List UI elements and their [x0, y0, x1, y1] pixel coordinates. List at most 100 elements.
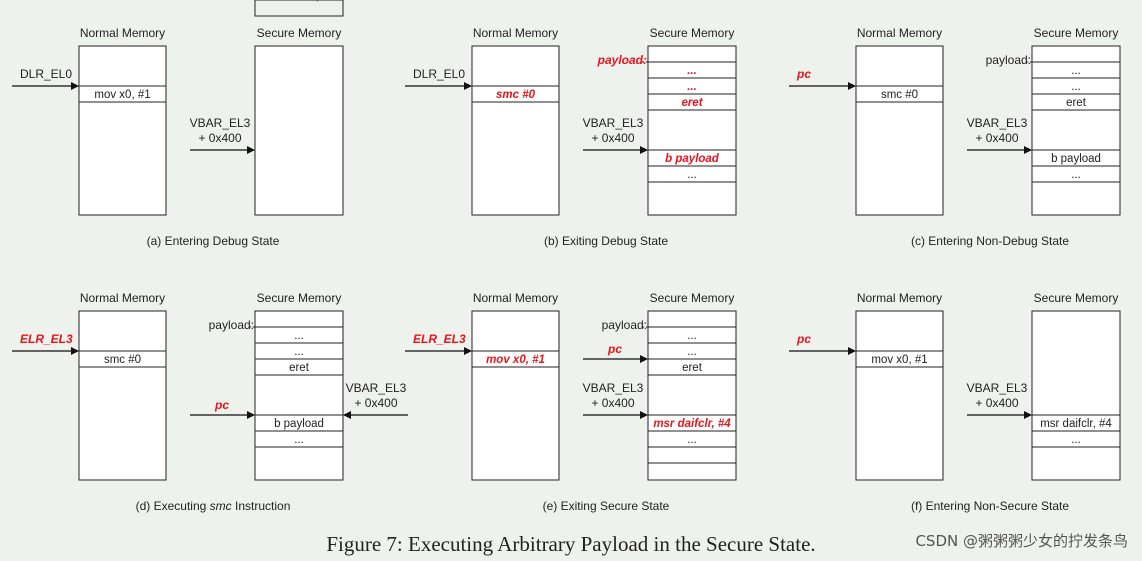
payload-label: payload: [986, 53, 1031, 67]
normal-memory-label: Normal Memory [857, 26, 942, 40]
secure-memory-row-text: ... [687, 434, 697, 446]
middle-pointer-label: VBAR_EL3 [190, 116, 251, 130]
normal-memory-row [855, 350, 944, 368]
normal-memory-box [855, 45, 944, 216]
secure-memory-row-text: ... [294, 346, 304, 358]
left-pointer-label: pc [796, 67, 811, 81]
middle-pointer-label: VBAR_EL3 [967, 116, 1028, 130]
panel-caption: (a) Entering Debug State [147, 234, 280, 248]
secure-memory-row-text: msr daifclr, #4 [653, 418, 731, 430]
normal-memory-row-text: mov x0, #1 [871, 354, 927, 366]
secure-memory-row-text: ... [687, 346, 697, 358]
normal-memory-label: Normal Memory [80, 26, 165, 40]
secure-memory-row [254, 358, 344, 376]
secure-memory-row-text: ... [294, 0, 304, 3]
left-pointer-label: DLR_EL0 [413, 67, 465, 81]
secure-memory-row-text: ... [1071, 169, 1081, 181]
normal-memory-label: Normal Memory [473, 26, 558, 40]
left-pointer-label: pc [796, 332, 811, 346]
middle-pointer-label: VBAR_EL3 [967, 381, 1028, 395]
secure-memory-label: Secure Memory [1034, 291, 1119, 305]
secure-memory-row-text: ... [294, 434, 304, 446]
normal-memory-box [78, 310, 167, 481]
secure-memory-label: Secure Memory [650, 26, 735, 40]
normal-memory-row [78, 350, 167, 368]
panel-caption-part: smc [210, 499, 232, 513]
payload-label: payload: [597, 53, 647, 67]
secure-memory-row [254, 430, 344, 448]
panel-caption: (e) Exiting Secure State [543, 499, 670, 513]
middle-pointer-label-offset: + 0x400 [975, 396, 1018, 410]
secure-memory-box [254, 45, 344, 216]
normal-memory-label: Normal Memory [857, 291, 942, 305]
pc-pointer-label: pc [607, 342, 622, 356]
panel-caption: (b) Exiting Debug State [544, 234, 668, 248]
secure-memory-row-text: eret [1066, 97, 1087, 109]
normal-memory-row [78, 85, 167, 103]
secure-memory-label: Secure Memory [257, 291, 342, 305]
secure-memory-row [647, 93, 737, 111]
secure-memory-row-text: eret [681, 97, 703, 109]
normal-memory-box [78, 45, 167, 216]
right-pointer-label: VBAR_EL3 [346, 381, 407, 395]
normal-memory-row-text: smc #0 [496, 89, 536, 101]
middle-pointer-label: VBAR_EL3 [583, 381, 644, 395]
secure-memory-row [1031, 93, 1121, 111]
secure-memory-row-text: ... [1071, 65, 1081, 77]
panel-caption: (d) Executing smc Instruction [136, 499, 291, 513]
secure-memory-row-text: b payload [665, 153, 720, 165]
panel-caption: (c) Entering Non-Debug State [911, 234, 1069, 248]
normal-memory-row [471, 350, 560, 368]
normal-memory-label: Normal Memory [80, 291, 165, 305]
panel-c: Normal Memory Secure Memory smc #0...... er… [789, 26, 1121, 248]
middle-pointer-label-offset: + 0x400 [975, 131, 1018, 145]
secure-memory-box [1031, 310, 1121, 481]
panel-f: Normal Memory Secure Memory mov x0, #1 msr … [789, 291, 1121, 513]
secure-memory-row [647, 446, 737, 464]
normal-memory-row-text: smc #0 [881, 89, 918, 101]
middle-pointer-label-offset: + 0x400 [198, 131, 241, 145]
secure-memory-row-text: msr daifclr, #4 [1040, 418, 1112, 430]
payload-label: payload: [602, 318, 647, 332]
secure-memory-row-text: b payload [274, 418, 324, 430]
secure-memory-row-text: b payload [1051, 153, 1101, 165]
secure-memory-row-text: eret [682, 362, 703, 374]
secure-memory-box [1031, 45, 1121, 216]
normal-memory-row [471, 85, 560, 103]
normal-memory-row [855, 85, 944, 103]
csdn-watermark: CSDN @粥粥粥少女的拧发条鸟 [915, 532, 1128, 550]
normal-memory-box [471, 45, 560, 216]
panel-caption-part: (d) Executing [136, 499, 210, 513]
secure-memory-box [647, 310, 737, 481]
normal-memory-label: Normal Memory [473, 291, 558, 305]
secure-memory-label: Secure Memory [1034, 26, 1119, 40]
secure-memory-row-text: msr daifclr, #4 [263, 0, 335, 3]
left-pointer-label: DLR_EL0 [20, 67, 72, 81]
secure-memory-row-text: ... [294, 330, 304, 342]
panel-caption-part: Instruction [232, 499, 291, 513]
panel-a: Normal Memory Secure Memory mov x0, #1 msr … [12, 0, 344, 248]
payload-label: payload: [209, 318, 254, 332]
secure-memory-row-text: ... [687, 81, 697, 93]
secure-memory-box [647, 45, 737, 216]
secure-memory-box [254, 310, 344, 481]
left-pointer-label: ELR_EL3 [413, 332, 466, 346]
normal-memory-row-text: smc #0 [104, 354, 141, 366]
figure-caption: Figure 7: Executing Arbitrary Payload in… [326, 532, 816, 556]
secure-memory-row-text: ... [687, 330, 697, 342]
secure-memory-row-text: ... [1071, 434, 1081, 446]
middle-pointer-label: pc [214, 398, 229, 412]
panel-b: Normal Memory Secure Memory smc #0...... er… [405, 26, 737, 248]
secure-memory-label: Secure Memory [257, 26, 342, 40]
normal-memory-row-text: mov x0, #1 [94, 89, 150, 101]
middle-pointer-label: VBAR_EL3 [583, 116, 644, 130]
middle-pointer-label-offset: + 0x400 [591, 131, 634, 145]
middle-pointer-label-offset: + 0x400 [591, 396, 634, 410]
secure-memory-row-text: ... [687, 169, 697, 181]
secure-memory-label: Secure Memory [650, 291, 735, 305]
panel-caption: (f) Entering Non-Secure State [911, 499, 1069, 513]
normal-memory-box [471, 310, 560, 481]
